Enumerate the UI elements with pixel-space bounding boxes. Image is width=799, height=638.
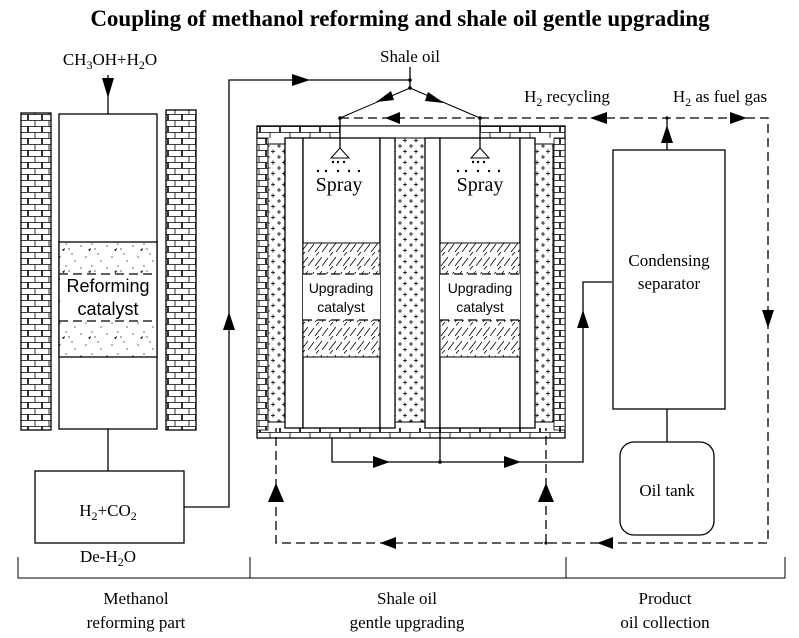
split-line-left (339, 87, 411, 119)
oil-tank-label: Oil tank (639, 481, 695, 500)
brick-side-left (256, 137, 269, 431)
product-to-separator-line (331, 281, 612, 463)
h2-co2-box (34, 470, 185, 544)
split-line-right (409, 87, 481, 119)
arrow-up-icon (661, 125, 673, 143)
methanol-feed-label: CH3OH+H2O (63, 50, 157, 72)
arrow-right-icon (504, 456, 521, 468)
arrow-left-icon (590, 112, 607, 124)
section-label-collection-2: oil collection (620, 613, 710, 632)
oil-tank (619, 441, 715, 536)
upgrading-catalyst-label-right-2: catalyst (456, 299, 504, 315)
arrow-icon (425, 92, 444, 103)
separator-label-1: Condensing (628, 251, 710, 270)
tube-wall (379, 137, 396, 429)
h2-fuel-gas-label: H2 as fuel gas (673, 87, 767, 109)
arrow-down-icon (102, 78, 114, 98)
arrow-up-icon (268, 483, 284, 502)
arrow-left-icon (597, 537, 613, 549)
bracket-line (17, 557, 786, 579)
section-brackets: Methanol reforming part Shale oil gentle… (17, 557, 786, 632)
shale-oil-label: Shale oil (380, 47, 440, 66)
h2-co2-label: H2+CO2 (79, 501, 136, 523)
section-label-upgrading-2: gentle upgrading (350, 613, 465, 632)
section-label-methanol-1: Methanol (103, 589, 168, 608)
arrow-right-icon (292, 74, 310, 86)
junction-dot (408, 78, 412, 82)
section-label-collection-1: Product (639, 589, 692, 608)
reforming-catalyst-label-1: Reforming (66, 276, 149, 296)
spray-nozzle-icon (469, 147, 491, 159)
heater-left (267, 143, 286, 423)
brick-wall-right (165, 109, 197, 431)
tube-wall (284, 137, 304, 429)
arrow-down-icon (762, 310, 774, 328)
product-collection-section: Condensing separator Oil tank (612, 116, 726, 536)
spray-droplets-icon (316, 160, 361, 173)
reforming-catalyst-label-2: catalyst (77, 299, 138, 319)
arrow-right-icon (730, 112, 747, 124)
condensing-separator (612, 149, 726, 410)
arrow-left-icon (385, 112, 400, 124)
heater-right (534, 143, 554, 423)
section-label-upgrading-1: Shale oil (377, 589, 437, 608)
catalyst-label-bg (60, 274, 156, 321)
shale-oil-upgrading-section: Shale oil Upgrading ca (256, 47, 774, 549)
spray-droplets-icon (456, 160, 501, 173)
h2-recycle-line (275, 117, 769, 544)
brick-side-right (553, 137, 566, 431)
upgrading-catalyst-label-right-1: Upgrading (448, 280, 513, 296)
hydrogen-feed-line (184, 79, 410, 508)
junction-dot (665, 116, 669, 120)
spray-label-right: Spray (457, 174, 504, 196)
junction-dot (438, 460, 442, 464)
tube-wall (519, 137, 536, 429)
tube-wall (424, 137, 441, 429)
junction-dot (544, 541, 548, 545)
arrow-icon (376, 91, 394, 102)
h2-recycling-label: H2 recycling (524, 87, 610, 109)
brick-wall-left (20, 112, 52, 431)
arrow-left-icon (380, 537, 396, 549)
diagram-title: Coupling of methanol reforming and shale… (90, 6, 710, 31)
separator-label-2: separator (638, 274, 701, 293)
de-h2o-label: De-H2O (80, 547, 136, 569)
upgrading-catalyst-label-left-2: catalyst (317, 299, 365, 315)
section-label-methanol-2: reforming part (87, 613, 186, 632)
spray-nozzle-icon (329, 147, 351, 159)
feed-manifold (339, 125, 481, 139)
catalyst-label-bg (303, 274, 380, 320)
arrow-up-icon (538, 483, 554, 502)
arrow-up-icon (223, 312, 235, 330)
upgrading-catalyst-label-left-1: Upgrading (309, 280, 374, 296)
methanol-reforming-section: CH3OH+H2O Reforming catalyst H2+CO2 De-H… (20, 50, 410, 569)
arrow-right-icon (373, 456, 390, 468)
catalyst-label-bg (440, 274, 520, 320)
heater-middle (394, 137, 426, 423)
arrow-up-icon (577, 310, 589, 328)
spray-label-left: Spray (316, 174, 363, 196)
